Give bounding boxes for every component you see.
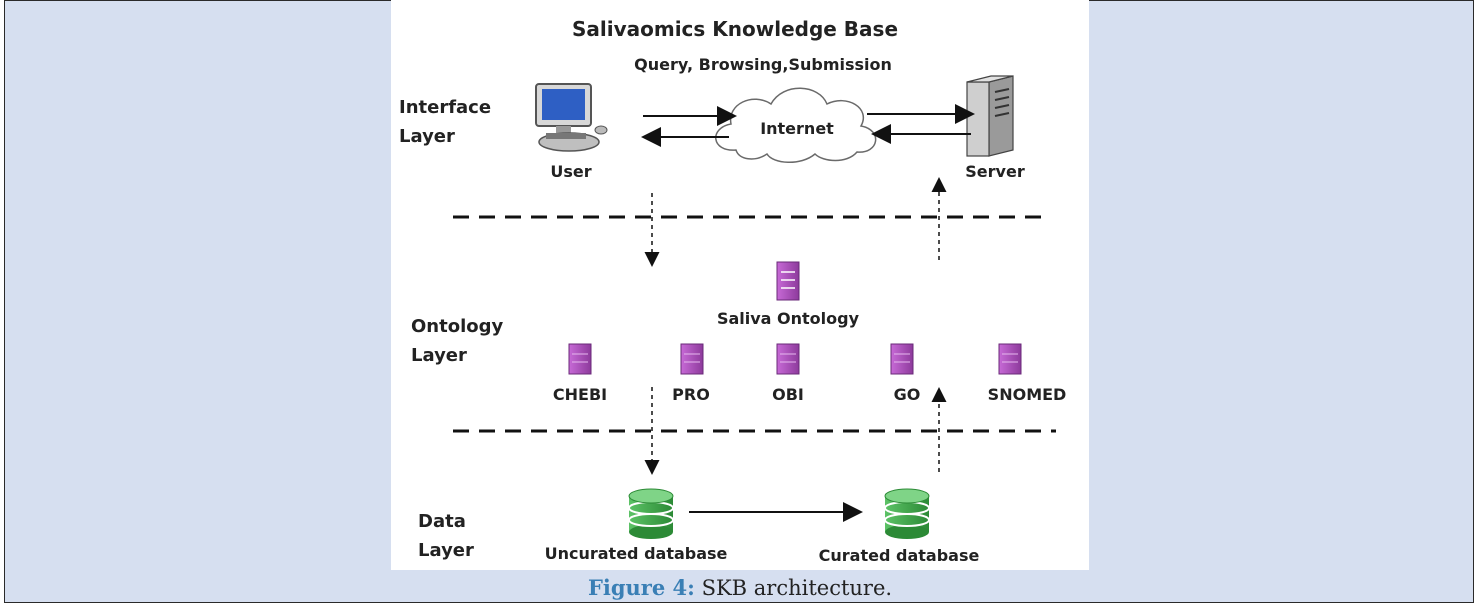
pro-icon (680, 343, 704, 375)
figure-caption: Figure 4: SKB architecture. (0, 575, 1480, 600)
saliva-ontology-label: Saliva Ontology (717, 309, 860, 328)
caption-text: SKB architecture. (701, 576, 893, 600)
server-icon (966, 75, 1014, 157)
obi-label: OBI (772, 385, 804, 404)
diagram-title: Salivaomics Knowledge Base (572, 17, 898, 41)
data-layer-label-1: Data (418, 511, 466, 532)
ontology-layer-label-1: Ontology (411, 316, 504, 337)
curated-database-icon (884, 488, 930, 539)
caption-label: Figure 4: (587, 575, 695, 600)
snomed-icon (998, 343, 1022, 375)
saliva-ontology-icon (776, 261, 800, 301)
internet-label: Internet (760, 119, 834, 138)
uncurated-database-label: Uncurated database (545, 544, 728, 563)
go-icon (890, 343, 914, 375)
chebi-label: CHEBI (553, 385, 607, 404)
pro-label: PRO (672, 385, 710, 404)
go-label: GO (894, 385, 921, 404)
ontology-layer-label-2: Layer (411, 345, 467, 366)
uncurated-database-icon (628, 488, 674, 539)
computer-icon (535, 83, 608, 152)
query-label: Query, Browsing,Submission (634, 55, 892, 74)
architecture-diagram: Salivaomics Knowledge Base Query, Browsi… (399, 17, 1067, 565)
chebi-icon (568, 343, 592, 375)
obi-icon (776, 343, 800, 375)
curated-database-label: Curated database (819, 546, 980, 565)
interface-layer-label-2: Layer (399, 126, 455, 147)
architecture-figure: Salivaomics Knowledge Base Query, Browsi… (391, 0, 1089, 570)
data-layer-label-2: Layer (418, 540, 474, 561)
interface-layer-label-1: Interface (399, 97, 491, 118)
server-label: Server (965, 162, 1025, 181)
user-label: User (550, 162, 591, 181)
snomed-label: SNOMED (988, 385, 1067, 404)
